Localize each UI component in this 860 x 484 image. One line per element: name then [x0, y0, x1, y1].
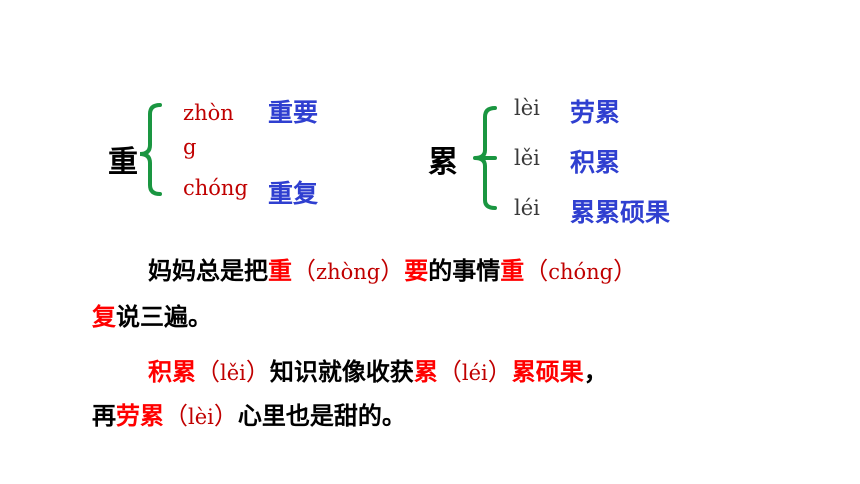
- word-laolei: 劳累: [570, 98, 621, 127]
- sentence-1-highlight-chong: 重: [500, 257, 525, 285]
- pinyin-zhong: zhòn g: [183, 96, 234, 164]
- sentence-2-paren-open-1: （: [196, 358, 220, 386]
- pinyin-lei-2: léi: [514, 196, 540, 220]
- brace-zhong: [139, 103, 162, 196]
- sentence-2-pinyin-lei-3: lěi: [220, 361, 246, 385]
- sentence-1-paren-open-2: （: [524, 257, 549, 285]
- sentence-2-line-2: 再劳累（lèi）心里也是甜的。: [92, 396, 406, 431]
- pinyin-zhong-line1: zhòn: [183, 101, 234, 125]
- sentence-2-highlight-leishuoguo: 累硕果: [511, 358, 584, 386]
- sentence-1-highlight-zhong: 重: [268, 257, 292, 285]
- sentence-1-paren-close-1: ）: [380, 257, 405, 285]
- sentence-2-highlight-laolei: 劳累: [116, 402, 164, 430]
- word-chongfu: 重复: [268, 179, 319, 208]
- sentence-2-comma: ，: [583, 358, 608, 386]
- brace-lei: [473, 106, 497, 210]
- char-zhong: 重: [108, 145, 138, 180]
- sentence-1-line-2: 复说三遍。: [92, 297, 212, 332]
- char-lei: 累: [428, 145, 458, 180]
- sentence-1-paren-close-2: ）: [613, 257, 638, 285]
- word-leileishuoguo: 累累硕果: [570, 198, 671, 227]
- sentence-1-text-b: 的事情: [428, 257, 501, 285]
- sentence-2-line-1: 积累（lěi）知识就像收获累（léi）累硕果，: [148, 352, 608, 387]
- word-zhongyao: 重要: [268, 98, 319, 127]
- sentence-1-text-a: 妈妈总是把: [148, 257, 268, 285]
- pinyin-zhong-line2: g: [183, 135, 197, 159]
- sentence-1-pinyin-zhong: zhòng: [316, 260, 381, 284]
- sentence-2-highlight-lei: 累: [413, 358, 438, 386]
- sentence-2-paren-open-2: （: [437, 358, 462, 386]
- sentence-2-pinyin-lei-2: léi: [461, 361, 488, 385]
- sentence-1-highlight-yao: 要: [404, 257, 429, 285]
- sentence-1-line-1: 妈妈总是把重（zhòng）要的事情重（chóng）: [148, 251, 637, 286]
- sentence-2-paren-close-3: ）: [213, 402, 238, 430]
- sentence-2-text-c: 心里也是甜的。: [237, 402, 406, 430]
- sentence-2-pinyin-lei-4: lèi: [188, 405, 214, 429]
- sentence-2-paren-close-2: ）: [487, 358, 512, 386]
- sentence-1-paren-open-1: （: [292, 257, 316, 285]
- sentence-2-highlight-jilei: 积累: [148, 358, 196, 386]
- word-jilei: 积累: [570, 148, 621, 177]
- sentence-1-pinyin-chong: chóng: [548, 260, 614, 284]
- sentence-2-text-a: 知识就像收获: [269, 358, 414, 386]
- sentence-1-highlight-fu: 复: [92, 303, 116, 331]
- pinyin-lei-3: lěi: [514, 146, 540, 170]
- pinyin-chong: chóng: [183, 176, 248, 200]
- pinyin-lei-4: lèi: [514, 96, 540, 120]
- sentence-2-text-b: 再: [92, 402, 116, 430]
- sentence-2-paren-open-3: （: [164, 402, 188, 430]
- sentence-1-text-c: 说三遍。: [116, 303, 212, 331]
- sentence-2-paren-close-1: ）: [245, 358, 270, 386]
